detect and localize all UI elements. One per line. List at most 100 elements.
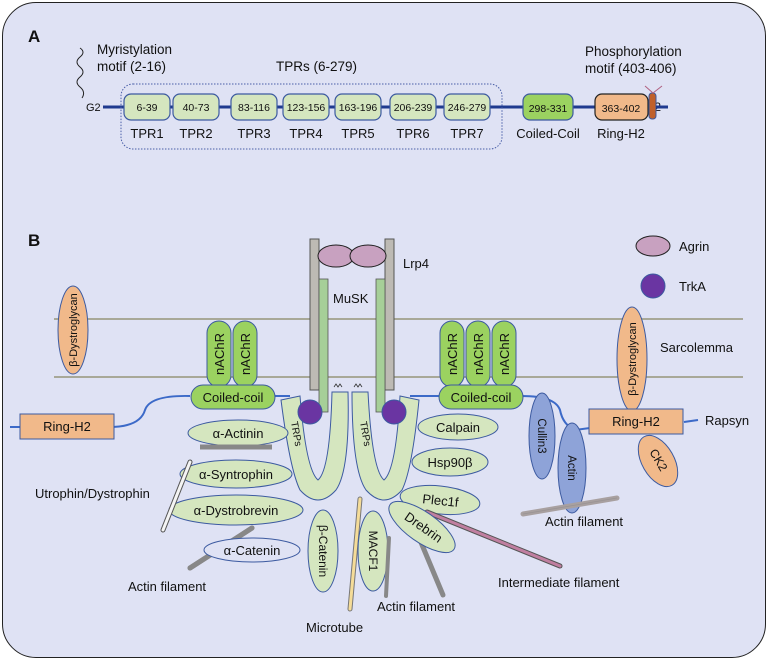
tpr-domain-box bbox=[334, 93, 382, 121]
trka-right bbox=[381, 399, 407, 425]
coiled-coil-left bbox=[190, 384, 276, 410]
tpr-domain-box bbox=[172, 93, 220, 121]
ck2 bbox=[637, 434, 679, 488]
nachr-label: nAChR bbox=[212, 333, 227, 375]
tpr-domain-box bbox=[230, 93, 278, 121]
tpr-domain-box bbox=[123, 93, 171, 121]
trps-right-label: TRPs bbox=[357, 421, 372, 448]
nachr-label: nAChR bbox=[238, 333, 253, 375]
tpr-name: TPR5 bbox=[341, 126, 374, 141]
trka-left bbox=[297, 399, 323, 425]
b-dystroglycan-right-label: β-Dystroglycan bbox=[627, 322, 639, 396]
intermediate-filament-label: Intermediate filament bbox=[498, 575, 620, 590]
microtube bbox=[348, 497, 362, 611]
musk-right bbox=[375, 278, 386, 413]
coiled-coil-left-label: Coiled-coil bbox=[203, 390, 264, 405]
panel-b-label: B bbox=[28, 231, 40, 250]
trps-left-label: TRPs bbox=[288, 421, 303, 448]
trka-legend-icon bbox=[640, 273, 666, 299]
drebrin-actin-filament bbox=[417, 537, 446, 598]
b-dystroglycan-left bbox=[57, 285, 89, 375]
coiled-coil-range: 298-331 bbox=[529, 103, 568, 115]
kinase-squiggle-left-icon bbox=[333, 383, 343, 388]
macf1-label: MACF1 bbox=[366, 531, 380, 572]
tpr-range: 246-279 bbox=[448, 102, 487, 114]
a-syntrophin-label: α-Syntrophin bbox=[199, 467, 273, 482]
rapsyn-label: Rapsyn bbox=[705, 413, 749, 428]
nachr-label: nAChR bbox=[471, 333, 486, 375]
agrin-left bbox=[317, 244, 355, 268]
phosphorylation-motif bbox=[648, 92, 657, 120]
tpr-range: 40-73 bbox=[183, 102, 210, 114]
coiled-coil-right-label: Coiled-coil bbox=[451, 390, 512, 405]
actin-filament-right-label: Actin filament bbox=[545, 514, 623, 529]
calpain bbox=[417, 413, 499, 441]
tprs-title: TPRs (6-279) bbox=[276, 59, 357, 74]
cullin3 bbox=[528, 392, 556, 480]
hsp90b-label: Hsp90β bbox=[427, 455, 472, 470]
myristylation-tail-icon bbox=[76, 47, 85, 99]
tpr-domain-box bbox=[443, 93, 491, 121]
nachr-label: nAChR bbox=[497, 333, 512, 375]
agrin-legend-label: Agrin bbox=[679, 239, 709, 254]
a-syntrophin bbox=[179, 459, 293, 489]
phospho-mark-left bbox=[644, 85, 654, 94]
tpr-name: TPR6 bbox=[396, 126, 429, 141]
nachr-left-group: nAChR nAChR bbox=[206, 320, 258, 388]
hsp90b bbox=[411, 447, 489, 477]
lrp4-right bbox=[384, 238, 395, 391]
b-dystroglycan-left-label: β-Dystroglycan bbox=[68, 293, 80, 367]
tpr-range: 6-39 bbox=[136, 102, 157, 114]
tpr-name: TPR2 bbox=[179, 126, 212, 141]
coiled-coil-name: Coiled-Coil bbox=[516, 126, 580, 141]
drebrin bbox=[388, 500, 456, 554]
lrp4-label: Lrp4 bbox=[403, 256, 429, 271]
ring-h2-domain bbox=[594, 93, 649, 121]
musk-left bbox=[318, 278, 329, 413]
tpr-name: TPR7 bbox=[450, 126, 483, 141]
trka-legend-label: TrkA bbox=[679, 279, 706, 294]
tpr-range: 123-156 bbox=[287, 102, 326, 114]
tpr-range: 83-116 bbox=[238, 102, 270, 114]
nachr-label: nAChR bbox=[445, 333, 460, 375]
sarcolemma-label: Sarcolemma bbox=[660, 340, 734, 355]
ring-h2-left bbox=[19, 413, 115, 440]
panel-a-label: A bbox=[28, 27, 40, 46]
calpain-label: Calpain bbox=[436, 420, 480, 435]
agrin-legend-icon bbox=[635, 235, 671, 257]
ring-h2-right bbox=[588, 408, 684, 435]
utrophin-dystrophin-bar bbox=[161, 460, 192, 532]
b-catenin bbox=[307, 509, 339, 593]
actin-label: Actin bbox=[565, 455, 577, 481]
utrophin-dystrophin-label: Utrophin/Dystrophin bbox=[35, 486, 150, 501]
plec1f-label: Plec1f bbox=[422, 491, 460, 510]
trps-left bbox=[280, 391, 349, 501]
actin-filament-right-edge bbox=[522, 497, 618, 515]
actin bbox=[557, 422, 587, 514]
plec1f bbox=[399, 484, 481, 516]
phosphorylation-label-2: motif (403-406) bbox=[585, 61, 677, 76]
rapsyn-linker-left bbox=[10, 394, 191, 428]
microtube-label: Microtube bbox=[306, 620, 363, 635]
macf1-actin-filament bbox=[384, 536, 391, 598]
musk-label: MuSK bbox=[333, 291, 369, 306]
coiled-coil-domain bbox=[522, 93, 574, 121]
tpr-name: TPR4 bbox=[289, 126, 322, 141]
g2-label: G2 bbox=[86, 102, 101, 114]
kinase-squiggle-right-icon bbox=[353, 383, 363, 388]
phosphorylation-label-1: Phosphorylation bbox=[585, 44, 682, 59]
actin-filament-right bbox=[520, 495, 620, 517]
tpr-name: TPR3 bbox=[237, 126, 270, 141]
intermediate-filament bbox=[425, 510, 562, 568]
a-actinin-label: α-Actinin bbox=[213, 426, 264, 441]
actin-filament-center-label: Actin filament bbox=[377, 599, 455, 614]
tpr-range: 163-196 bbox=[339, 102, 378, 114]
myristylation-label-2: motif (2-16) bbox=[97, 59, 166, 74]
nachr-right-group: nAChR nAChR nAChR bbox=[439, 320, 517, 388]
actin-filament-left-label: Actin filament bbox=[128, 579, 206, 594]
tpr-domain-box bbox=[282, 93, 330, 121]
tpr-range: 206-239 bbox=[394, 102, 433, 114]
rapsyn-tail bbox=[683, 419, 699, 423]
myristylation-label-1: Myristylation bbox=[97, 42, 172, 57]
